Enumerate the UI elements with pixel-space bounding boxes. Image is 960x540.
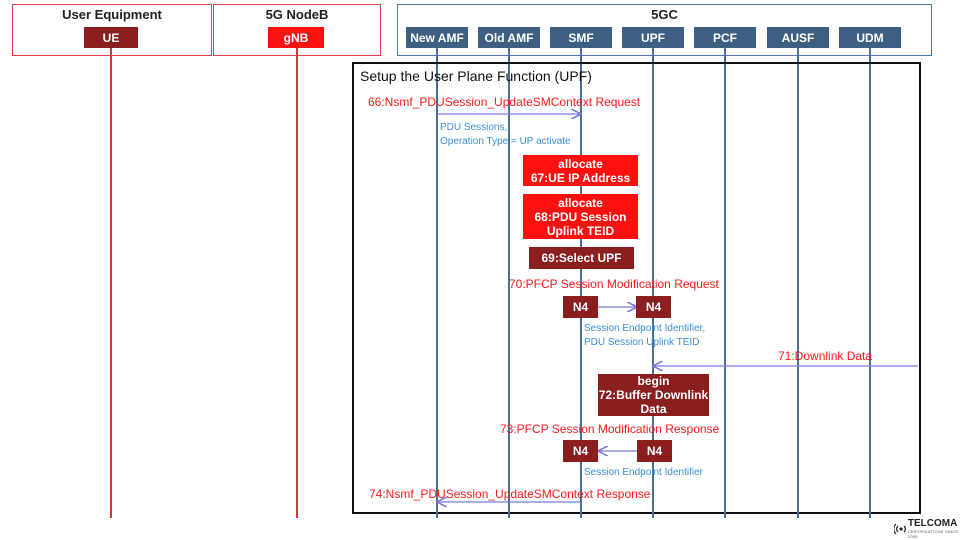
logo-tagline: CERTIFICATIONS SINCE 2009: [907, 529, 959, 539]
n4-smf-box-70: N4: [563, 296, 598, 318]
n4-label: N4: [572, 300, 589, 314]
udm-lifeline-inner: [869, 64, 871, 518]
note-70-line-2: PDU Session Uplink TEID: [584, 337, 700, 348]
step-72-line-3: Data: [640, 402, 667, 416]
frame-title: Setup the User Plane Function (UPF): [360, 68, 592, 84]
n4-label: N4: [572, 444, 589, 458]
ue-lifeline: [110, 48, 112, 518]
n4-upf-box-70: N4: [636, 296, 671, 318]
message-71: 71:Downlink Data: [778, 349, 873, 363]
procedure-frame: [352, 62, 921, 514]
step-68-box: allocate 68:PDU Session Uplink TEID: [523, 194, 638, 239]
upf-lifeline-inner: [652, 64, 654, 518]
new-amf-lifeline-inner: [436, 64, 438, 518]
note-70-line-1: Session Endpoint Identifier,: [584, 323, 706, 334]
gnb-node: gNB: [268, 27, 324, 48]
ue-group-title: User Equipment: [62, 7, 162, 22]
pcf-node: PCF: [694, 27, 756, 48]
old-amf-lifeline-inner: [508, 64, 510, 518]
gnb-group-title: 5G NodeB: [265, 7, 329, 22]
note-73: Session Endpoint Identifier: [584, 467, 703, 478]
message-74: 74:Nsmf_PDUSession_UpdateSMContext Respo…: [369, 487, 651, 501]
smf-node: SMF: [550, 27, 612, 48]
telcoma-logo: TELCOMA CERTIFICATIONS SINCE 2009: [894, 519, 960, 539]
step-67-line-2: 67:UE IP Address: [530, 170, 631, 185]
logo-name: TELCOMA: [907, 518, 958, 529]
signal-icon: [894, 523, 906, 535]
note-66-line-2: Operation Type = UP activate: [440, 136, 571, 147]
step-72-line-1: begin: [637, 374, 670, 388]
step-68-line-3: Uplink TEID: [546, 223, 615, 238]
message-66: 66:Nsmf_PDUSession_UpdateSMContext Reque…: [368, 95, 641, 109]
step-67-line-1: allocate: [558, 156, 603, 171]
step-72-line-2: 72:Buffer Downlink: [598, 388, 709, 402]
ausf-node: AUSF: [767, 27, 829, 48]
ausf-lifeline-inner: [797, 64, 799, 518]
pcf-lifeline-inner: [724, 64, 726, 518]
message-73: 73:PFCP Session Modification Response: [500, 422, 720, 436]
udm-node: UDM: [839, 27, 901, 48]
gnb-lifeline: [296, 48, 298, 518]
step-69-label: 69:Select UPF: [541, 251, 622, 265]
step-68-line-1: allocate: [558, 195, 603, 210]
step-69-box: 69:Select UPF: [529, 247, 634, 269]
upf-node: UPF: [622, 27, 684, 48]
note-66-line-1: PDU Sessions,: [440, 122, 508, 133]
n4-smf-box-73: N4: [563, 440, 598, 462]
n4-label: N4: [646, 444, 663, 458]
step-68-line-2: 68:PDU Session: [534, 209, 627, 224]
core-group-title: 5GC: [651, 7, 678, 22]
n4-upf-box-73: N4: [637, 440, 672, 462]
step-67-box: allocate 67:UE IP Address: [523, 155, 638, 186]
step-72-box: begin 72:Buffer Downlink Data: [598, 374, 709, 416]
n4-label: N4: [645, 300, 662, 314]
old-amf-node: Old AMF: [478, 27, 540, 48]
smf-lifeline-inner: [580, 64, 582, 518]
new-amf-node: New AMF: [406, 27, 468, 48]
ue-node: UE: [84, 27, 138, 48]
message-70: 70:PFCP Session Modification Request: [509, 277, 719, 291]
